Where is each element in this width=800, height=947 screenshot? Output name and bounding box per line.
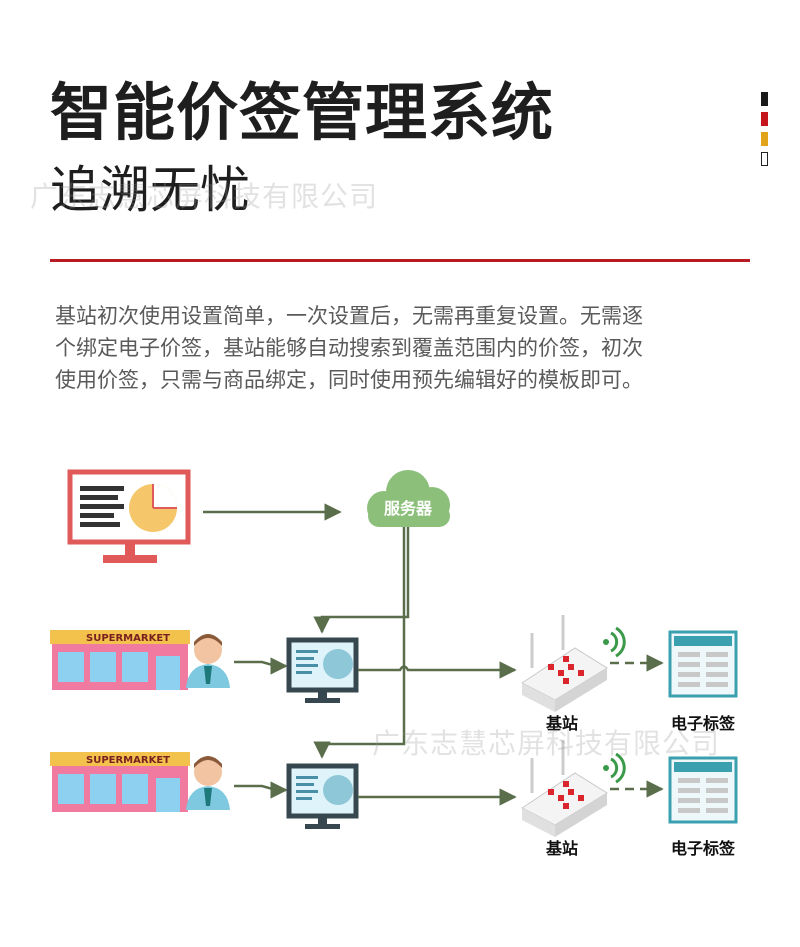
server-to-terminal-2-line — [313, 527, 406, 759]
server-label: 服务器 — [384, 499, 433, 518]
description-line: 个绑定电子价签，基站能够自动搜索到覆盖范围内的价签，初次 — [55, 336, 643, 360]
base-station-icon — [521, 740, 608, 837]
esl-label: 电子标签 — [671, 839, 736, 858]
store-terminal-icon — [286, 763, 359, 829]
wifi-signal-icon — [603, 752, 626, 784]
supermarket-icon — [50, 630, 190, 690]
accent-bar-white — [761, 152, 768, 166]
watermark-bottom: 广东志慧芯屏科技有限公司 — [372, 727, 721, 760]
accent-color-bars — [761, 92, 769, 172]
terminal-to-base-station-line — [358, 661, 517, 679]
base-station-icon — [521, 615, 608, 712]
customer-person-icon — [186, 756, 230, 810]
store-terminal-icon — [286, 637, 359, 703]
supermarket-icon — [50, 752, 190, 812]
esl-tag-icon — [668, 630, 738, 698]
server-cloud-icon — [367, 470, 450, 527]
page-subtitle: 追溯无忧 — [50, 161, 250, 219]
esl-tag-icon — [668, 756, 738, 824]
accent-bar-black — [761, 92, 768, 106]
supermarket-sign: SUPERMARKET — [86, 755, 170, 766]
title-divider — [50, 259, 750, 262]
description-paragraph: 基站初次使用设置简单，一次设置后，无需再重复设置。无需逐 个绑定电子价签，基站能… — [55, 300, 755, 396]
page-title: 智能价签管理系统 — [50, 76, 555, 149]
customer-person-icon — [186, 634, 230, 688]
base-station-label: 基站 — [545, 839, 578, 858]
esl-label: 电子标签 — [671, 714, 736, 733]
customer-to-terminal-line — [234, 657, 288, 675]
server-to-terminal-1-line — [313, 527, 410, 634]
base-station-label: 基站 — [545, 714, 578, 733]
description-line: 基站初次使用设置简单，一次设置后，无需再重复设置。无需逐 — [55, 304, 643, 328]
admin-computer-icon — [67, 469, 191, 563]
accent-bar-gold — [761, 132, 768, 146]
supermarket-sign: SUPERMARKET — [86, 633, 170, 644]
watermark-top: 广东志慧芯屏科技有限公司 — [30, 180, 379, 213]
customer-to-terminal-line — [234, 781, 288, 799]
wifi-signal-icon — [603, 626, 626, 658]
accent-bar-red — [761, 112, 768, 126]
system-diagram: 服务器 SUPERMARKET — [50, 469, 738, 858]
description-line: 使用价签，只需与商品绑定，同时使用预先编辑好的模板即可。 — [55, 368, 643, 392]
